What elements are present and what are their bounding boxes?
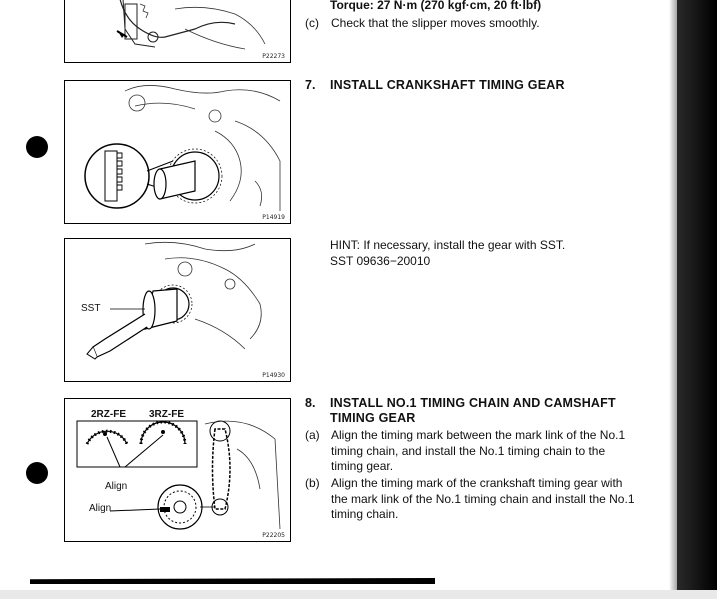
step-8-title-line1: INSTALL NO.1 TIMING CHAIN AND CAMSHAFT [330, 396, 616, 410]
figure-code: P14930 [262, 372, 285, 379]
figure-code: P22273 [262, 53, 285, 60]
substep-c: (c) Check that the slipper moves smoothl… [305, 16, 685, 32]
substep-b-label: (b) [305, 476, 320, 490]
page-edge-shadow [669, 0, 717, 599]
substep-c-text: Check that the slipper moves smoothly. [331, 16, 540, 30]
step-7-title: INSTALL CRANKSHAFT TIMING GEAR [330, 78, 565, 92]
figure-timing-chain: 2RZ-FE 3RZ-FE Align Align P22205 [64, 398, 291, 542]
substep-a-text: Align the timing mark between the mark l… [331, 428, 626, 473]
step-7-number: 7. [305, 78, 316, 92]
step-8-number: 8. [305, 396, 316, 410]
engine-label-3rz: 3RZ-FE [149, 409, 184, 420]
figure-code: P22205 [262, 532, 285, 539]
substep-c-label: (c) [305, 16, 319, 30]
substep-a: (a) Align the timing mark between the ma… [305, 428, 685, 476]
align-label-2: Align [89, 503, 112, 514]
substep-b: (b) Align the timing mark of the cranksh… [305, 476, 685, 524]
substep-b-text: Align the timing mark of the crankshaft … [331, 476, 635, 521]
figure-sst-install: SST P14930 [64, 238, 291, 382]
align-label-1: Align [105, 481, 128, 492]
figure-code: P14919 [262, 214, 285, 221]
figure-crankshaft-gear: P14919 [64, 80, 291, 224]
step-8-title-line2: TIMING GEAR [330, 411, 416, 425]
binder-hole-top [26, 136, 48, 158]
figure-slipper: P22273 [64, 0, 291, 63]
torque-spec: Torque: 27 N·m (270 kgf·cm, 20 ft·lbf) [330, 0, 542, 12]
substep-a-label: (a) [305, 428, 320, 442]
sst-label: SST [81, 303, 101, 314]
engine-label-2rz: 2RZ-FE [91, 409, 126, 420]
hint-text: HINT: If necessary, install the gear wit… [330, 238, 566, 252]
binder-hole-bottom [26, 462, 48, 484]
bottom-rule [30, 578, 435, 584]
bottom-page-shade [0, 590, 717, 599]
sst-number: SST 09636−20010 [330, 254, 431, 268]
